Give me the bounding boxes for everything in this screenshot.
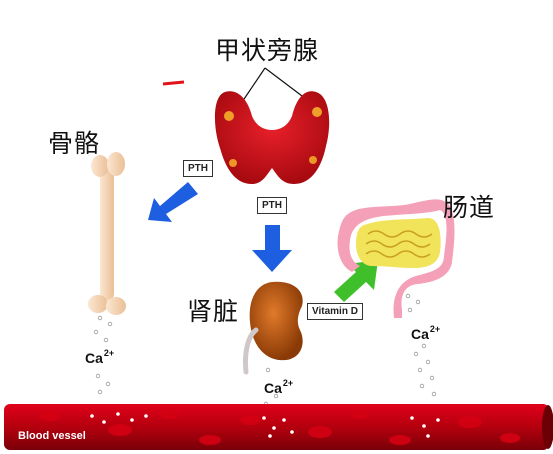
ion-label-intestine: Ca2+: [411, 324, 440, 342]
tag-pth-bone: PTH: [183, 160, 213, 177]
pth-to-kidney-arrow: [252, 225, 292, 272]
gland-nodule-3: [229, 159, 237, 167]
ion-charge: 2+: [282, 378, 294, 388]
gland-nodule-4: [309, 156, 317, 164]
ion-charge: 2+: [429, 324, 441, 334]
intestine-folds: [365, 230, 433, 258]
vitamin-d-to-intestine-arrow: [334, 260, 378, 302]
label-kidney: 肾脏: [187, 297, 240, 326]
blood-vessel: [4, 404, 553, 450]
gland-nodule-1: [224, 111, 234, 121]
ion-label-kidney: Ca2+: [264, 378, 293, 396]
red-blood-cells: [40, 409, 520, 445]
gland-nodule-2: [312, 107, 322, 117]
ion-base: Ca: [411, 326, 429, 342]
calcium-particles-intestine: [405, 293, 437, 397]
blood-vessel-label: Blood vessel: [18, 430, 86, 442]
label-bone: 骨骼: [48, 129, 101, 158]
label-parathyroid: 甲状旁腺: [215, 36, 320, 65]
calcium-in-blood: [90, 412, 440, 438]
ion-base: Ca: [85, 350, 103, 366]
ion-charge: 2+: [103, 348, 115, 358]
intestine-shape: [337, 199, 455, 318]
kidney-shape: [243, 281, 303, 375]
ion-base: Ca: [264, 380, 282, 396]
tag-pth-kidney: PTH: [257, 197, 287, 214]
label-intestine: 肠道: [443, 193, 496, 222]
calcium-particles-bone: [93, 315, 113, 395]
parathyroid-gland-shape: [214, 91, 330, 184]
ureter: [243, 327, 259, 375]
ion-label-bone: Ca2+: [85, 348, 114, 366]
pth-to-bone-arrow: [148, 182, 198, 222]
red-dash-mark: [162, 80, 185, 86]
bone-shape: [88, 152, 126, 315]
tag-vitamin-d: Vitamin D: [307, 303, 363, 320]
